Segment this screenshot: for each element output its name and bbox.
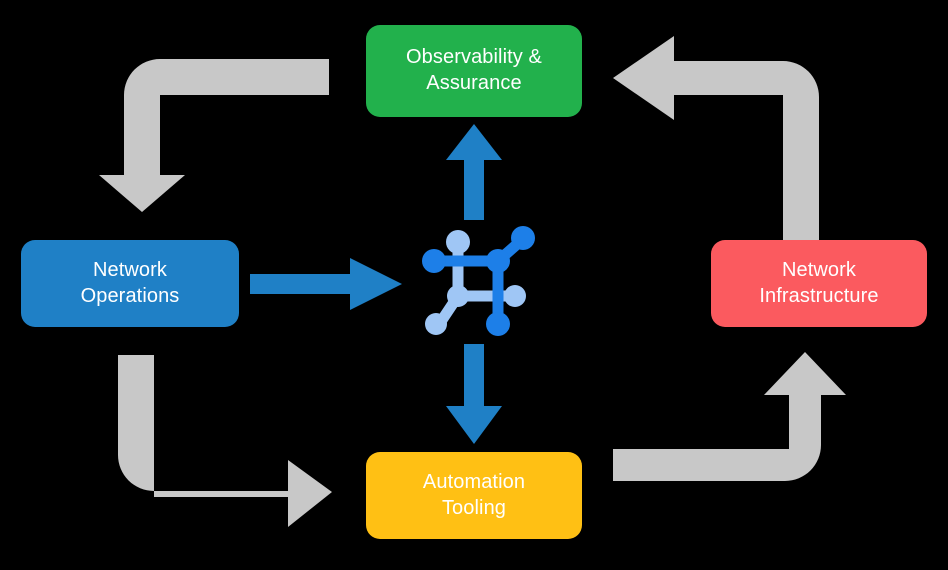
node-label-network-operations: Network Operations — [80, 258, 180, 307]
network-topology-icon — [422, 226, 535, 336]
node-box-network-infrastructure[interactable]: Network Infrastructure — [711, 240, 927, 327]
node-label-network-infrastructure: Network Infrastructure — [759, 258, 879, 307]
accent-arrow-center-to-observability — [446, 124, 502, 220]
node-label-observability: Observability & Assurance — [406, 46, 542, 94]
node-box-automation-tooling[interactable]: Automation Tooling — [366, 452, 582, 539]
accent-arrow-center-to-automation — [446, 344, 502, 444]
accent-arrow-operations-to-center — [250, 258, 402, 310]
node-box-observability[interactable]: Observability & Assurance — [366, 25, 582, 117]
node-label-automation-tooling: Automation Tooling — [422, 470, 526, 519]
node-box-network-operations[interactable]: Network Operations — [21, 240, 239, 327]
